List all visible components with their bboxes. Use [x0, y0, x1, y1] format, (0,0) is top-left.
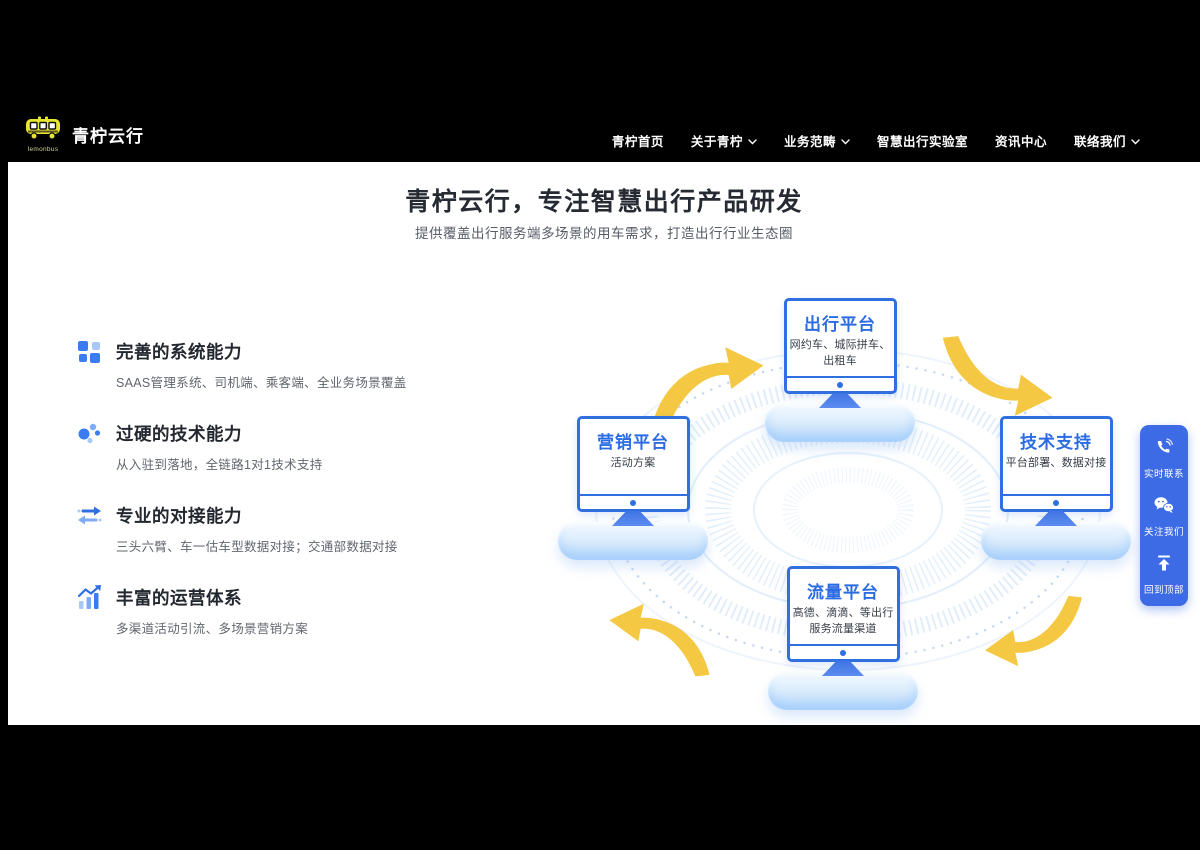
chevron-down-icon	[841, 134, 850, 148]
feature-operations: 丰富的运营体系 多渠道活动引流、多场景营销方案	[76, 584, 476, 637]
chevron-down-icon	[748, 134, 757, 148]
monitor-stand	[612, 511, 654, 526]
live-contact-button[interactable]: 实时联系	[1140, 437, 1188, 480]
platform-diagram: 出行平台 网约车、城际拼车、出租车 营销平台 活动方案 技术支持 平台部署、数据…	[530, 282, 1170, 722]
feature-title: 丰富的运营体系	[116, 588, 242, 608]
cycle-arrow-down-left	[982, 588, 1088, 684]
brand-name: 青柠云行	[72, 127, 144, 146]
monitor-screen: 流量平台 高德、滴滴、等出行服务流量渠道	[786, 566, 900, 662]
monitor-screen: 营销平台 活动方案	[576, 416, 690, 512]
dots-cluster-icon	[76, 420, 103, 447]
main-content: 青柠云行，专注智慧出行产品研发 提供覆盖出行服务端多场景的用车需求，打造出行行业…	[8, 162, 1200, 725]
nav-item-news[interactable]: 资讯中心	[994, 135, 1047, 149]
feature-desc: 多渠道活动引流、多场景营销方案	[116, 622, 309, 636]
nav-item-home[interactable]: 青柠首页	[611, 135, 664, 149]
feature-list: 完善的系统能力 SAAS管理系统、司机端、乘客端、全业务场景覆盖 过硬的技术能力…	[76, 338, 476, 666]
top-nav-bar: lemonbus 青柠云行 青柠首页 关于青柠 业务范畴 智慧出行实验室 资讯中…	[0, 0, 1200, 162]
live-contact-label: 实时联系	[1143, 469, 1184, 480]
platform-title: 营销平台	[597, 433, 669, 452]
monitor-screen: 技术支持 平台部署、数据对接	[999, 416, 1113, 512]
monitor-stand	[822, 661, 864, 676]
monitor-stand	[819, 393, 861, 408]
feature-integration: 专业的对接能力 三头六臂、车一估车型数据对接；交通部数据对接	[76, 502, 476, 555]
monitor-dot	[1053, 499, 1059, 506]
feature-title: 完善的系统能力	[116, 342, 242, 362]
feature-desc: 三头六臂、车一估车型数据对接；交通部数据对接	[116, 540, 398, 554]
feature-tech: 过硬的技术能力 从入驻到落地，全链路1对1技术支持	[76, 420, 476, 473]
platform-monitor-travel: 出行平台 网约车、城际拼车、出租车	[765, 298, 915, 442]
platform-desc: 平台部署、数据对接	[1005, 457, 1107, 469]
brand-subtitle: lemonbus	[27, 146, 59, 153]
feature-title: 过硬的技术能力	[116, 424, 242, 444]
monitor-base	[768, 672, 918, 710]
feature-title: 专业的对接能力	[116, 506, 242, 526]
platform-monitor-techsupport: 技术支持 平台部署、数据对接	[981, 416, 1131, 560]
nav-item-lab[interactable]: 智慧出行实验室	[876, 135, 968, 149]
nav-item-business[interactable]: 业务范畴	[784, 131, 850, 150]
page-subtitle: 提供覆盖出行服务端多场景的用车需求，打造出行行业生态圈	[415, 226, 793, 241]
platform-title: 流量平台	[807, 583, 879, 602]
phone-icon	[1154, 437, 1174, 462]
chart-growth-icon	[76, 584, 103, 611]
platform-desc: 活动方案	[610, 457, 656, 469]
grid-squares-icon	[76, 338, 103, 365]
main-nav: 青柠首页 关于青柠 业务范畴 智慧出行实验室 资讯中心 联络我们	[612, 131, 1140, 150]
monitor-chin	[789, 644, 897, 659]
feature-system: 完善的系统能力 SAAS管理系统、司机端、乘客端、全业务场景覆盖	[76, 338, 476, 391]
monitor-base	[558, 522, 708, 560]
platform-title: 技术支持	[1020, 433, 1092, 452]
swap-arrows-icon	[76, 502, 103, 529]
platform-desc: 网约车、城际拼车、出租车	[789, 339, 891, 367]
feature-desc: SAAS管理系统、司机端、乘客端、全业务场景覆盖	[116, 376, 407, 390]
cycle-arrow-up-left	[600, 592, 722, 678]
cycle-arrow-up-right	[645, 332, 767, 432]
nav-item-about[interactable]: 关于青柠	[691, 131, 757, 150]
monitor-chin	[1002, 494, 1110, 509]
back-to-top-icon	[1154, 553, 1174, 578]
follow-us-label: 关注我们	[1143, 527, 1184, 538]
chevron-down-icon	[1131, 134, 1140, 148]
back-to-top-button[interactable]: 回到顶部	[1140, 553, 1188, 596]
monitor-screen: 出行平台 网约车、城际拼车、出租车	[783, 298, 897, 394]
page-title: 青柠云行，专注智慧出行产品研发	[405, 188, 803, 216]
nav-item-contact[interactable]: 联络我们	[1074, 131, 1140, 150]
back-to-top-label: 回到顶部	[1143, 585, 1184, 596]
lemonbus-bus-icon	[24, 116, 62, 145]
monitor-chin	[786, 376, 894, 391]
monitor-base	[981, 522, 1131, 560]
wechat-icon	[1153, 495, 1175, 520]
monitor-dot	[837, 381, 843, 388]
floating-contact-bar: 实时联系 关注我们 回到顶部	[1140, 425, 1188, 606]
feature-desc: 从入驻到落地，全链路1对1技术支持	[116, 458, 323, 472]
monitor-chin	[579, 494, 687, 509]
platform-desc: 高德、滴滴、等出行服务流量渠道	[792, 607, 894, 635]
monitor-dot	[840, 649, 846, 656]
brand-logo[interactable]: lemonbus 青柠云行	[24, 116, 144, 153]
monitor-stand	[1035, 511, 1077, 526]
follow-us-button[interactable]: 关注我们	[1140, 495, 1188, 538]
monitor-dot	[630, 499, 636, 506]
monitor-base	[765, 404, 915, 442]
platform-monitor-traffic: 流量平台 高德、滴滴、等出行服务流量渠道	[768, 566, 918, 710]
platform-monitor-marketing: 营销平台 活动方案	[558, 416, 708, 560]
platform-title: 出行平台	[804, 315, 876, 334]
cycle-arrow-down-right	[936, 334, 1056, 429]
